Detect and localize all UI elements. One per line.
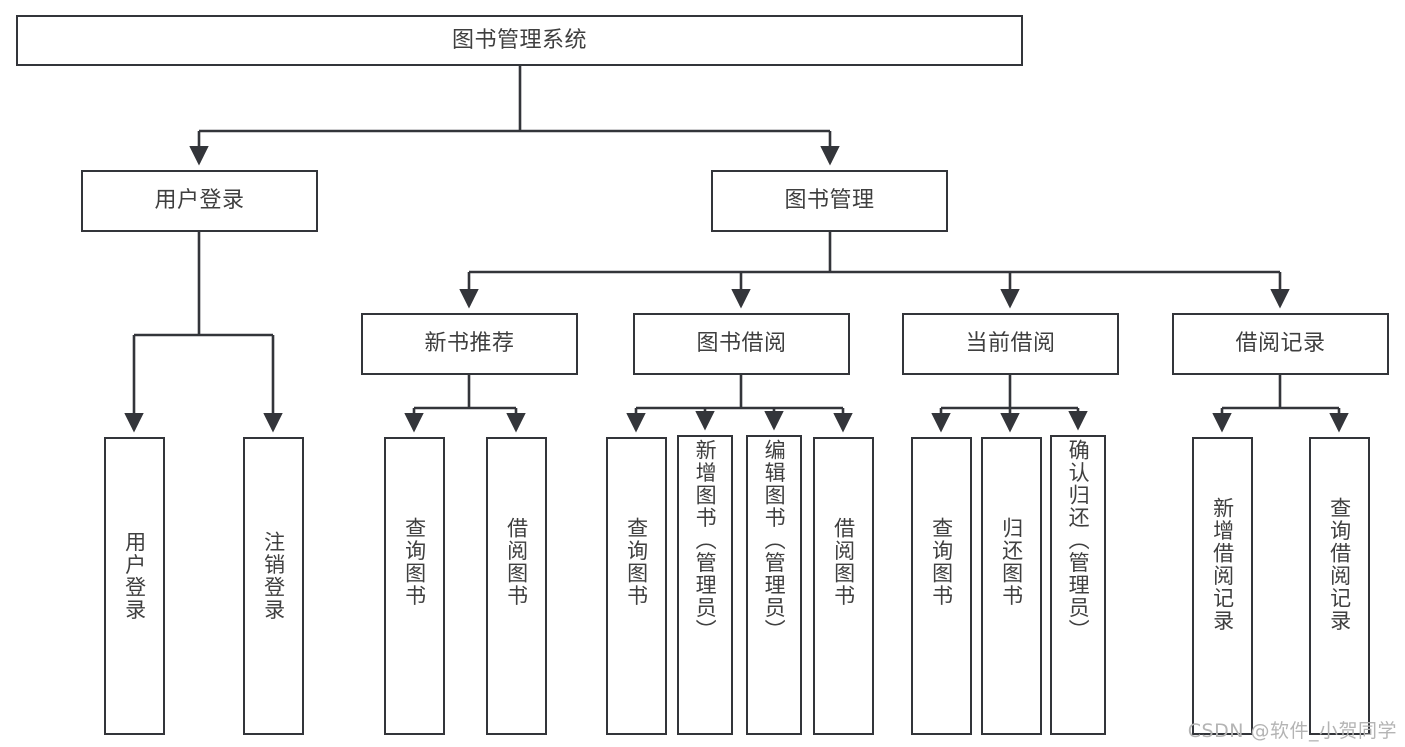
node-book-borrow-label: 图书借阅 (696, 331, 787, 357)
node-leaf-query-book-recommend[interactable]: 查询图书 (384, 437, 445, 735)
csdn-watermark: CSDN @软件_小贺同学 (1187, 720, 1397, 742)
node-leaf-query-borrow-record[interactable]: 查询借阅记录 (1309, 437, 1370, 735)
node-leaf-add-book[interactable]: 新增图书（管理员） (677, 435, 733, 735)
node-leaf-return-book[interactable]: 归还图书 (981, 437, 1042, 735)
node-leaf-logout-login[interactable]: 注销登录 (243, 437, 304, 735)
node-new-book-recommend[interactable]: 新书推荐 (361, 313, 578, 375)
node-leaf-query-book-borrow-label: 查询图书 (624, 517, 649, 607)
node-user-login-label: 用户登录 (154, 188, 245, 214)
node-leaf-query-book-recommend-label: 查询图书 (402, 517, 427, 607)
node-leaf-borrow-book-borrow[interactable]: 借阅图书 (813, 437, 874, 735)
node-current-borrow[interactable]: 当前借阅 (902, 313, 1119, 375)
node-leaf-borrow-book-borrow-label: 借阅图书 (831, 517, 856, 607)
node-leaf-confirm-return[interactable]: 确认归还（管理员） (1050, 435, 1106, 735)
node-leaf-query-borrow-record-label: 查询借阅记录 (1327, 497, 1352, 632)
node-leaf-add-book-label: 新增图书（管理员） (693, 439, 718, 642)
node-current-borrow-label: 当前借阅 (965, 331, 1056, 357)
node-leaf-edit-book-label: 编辑图书（管理员） (762, 439, 787, 642)
node-root-label: 图书管理系统 (451, 27, 587, 53)
node-leaf-add-borrow-record[interactable]: 新增借阅记录 (1192, 437, 1253, 735)
node-leaf-query-book-current[interactable]: 查询图书 (911, 437, 972, 735)
node-user-login[interactable]: 用户登录 (81, 170, 318, 232)
node-borrow-record[interactable]: 借阅记录 (1172, 313, 1389, 375)
node-leaf-borrow-book-recommend-label: 借阅图书 (504, 517, 529, 607)
node-leaf-confirm-return-label: 确认归还（管理员） (1066, 439, 1091, 642)
node-borrow-record-label: 借阅记录 (1235, 331, 1326, 357)
node-leaf-borrow-book-recommend[interactable]: 借阅图书 (486, 437, 547, 735)
node-root[interactable]: 图书管理系统 (16, 15, 1023, 66)
node-leaf-query-book-borrow[interactable]: 查询图书 (606, 437, 667, 735)
node-book-manage-label: 图书管理 (784, 188, 875, 214)
node-leaf-query-book-current-label: 查询图书 (929, 517, 954, 607)
node-book-borrow[interactable]: 图书借阅 (633, 313, 850, 375)
node-leaf-return-book-label: 归还图书 (999, 517, 1024, 607)
node-book-manage[interactable]: 图书管理 (711, 170, 948, 232)
node-leaf-edit-book[interactable]: 编辑图书（管理员） (746, 435, 802, 735)
node-leaf-logout-login-label: 注销登录 (261, 531, 286, 621)
node-leaf-user-login[interactable]: 用户登录 (104, 437, 165, 735)
node-new-book-recommend-label: 新书推荐 (424, 331, 515, 357)
node-leaf-user-login-label: 用户登录 (122, 531, 147, 621)
node-leaf-add-borrow-record-label: 新增借阅记录 (1210, 497, 1235, 632)
